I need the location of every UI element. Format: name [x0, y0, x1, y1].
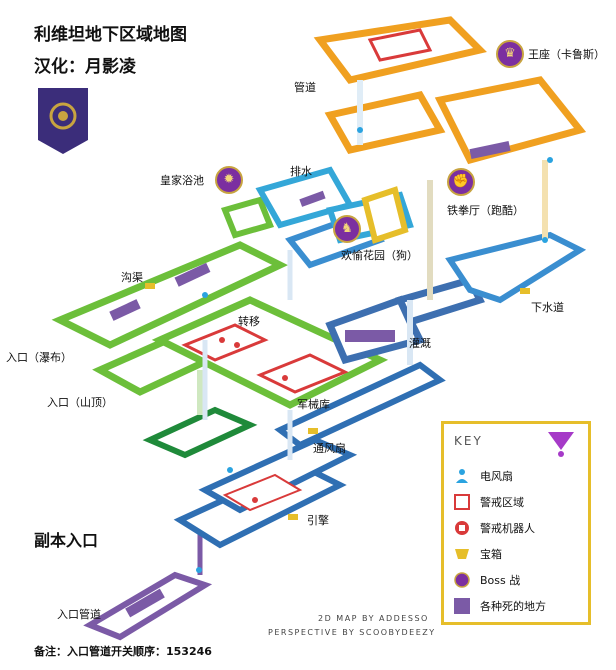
throne-boss-icon: ♛: [496, 40, 524, 68]
perspective-credit: PERSPECTIVE BY SCOOBYDEEZY: [268, 628, 436, 637]
key-row-death-zone: 各种死的地方: [454, 598, 546, 614]
armory-label: 军械库: [297, 398, 330, 411]
boxing-hall-label: 铁拳厅（跑酷）: [447, 204, 524, 217]
key-row-alert-zone: 警戒区域: [454, 494, 524, 510]
entrance-pipe-label: 入口管道: [57, 608, 101, 621]
key-title: KEY: [454, 434, 483, 448]
map-title: 利维坦地下区域地图: [34, 25, 187, 45]
lower-green-area: [142, 370, 258, 459]
key-label-chest: 宝箱: [480, 548, 502, 561]
key-label-alert-bot: 警戒机器人: [480, 522, 535, 535]
chest-icon: [454, 546, 470, 562]
key-pin-icon: [548, 432, 574, 457]
sewer-label: 下水道: [531, 301, 564, 314]
key-row-fan: 电风扇: [454, 468, 513, 484]
map-markers: [145, 127, 553, 573]
transfer-label: 转移: [238, 315, 260, 328]
gardens-boss-icon: ♞: [333, 215, 361, 243]
key-row-boss: Boss 战: [454, 572, 520, 588]
key-label-fan: 电风扇: [480, 470, 513, 483]
key-label-alert-zone: 警戒区域: [480, 496, 524, 509]
royal-baths-label: 皇家浴池: [160, 174, 204, 187]
key-label-boss: Boss 战: [480, 574, 521, 587]
drain-label: 排水: [290, 165, 312, 178]
connector-lines: [202, 250, 293, 460]
key-row-alert-bot: 警戒机器人: [454, 520, 535, 536]
throne-label: 王座（卡鲁斯）: [528, 48, 605, 61]
key-label-death-zone: 各种死的地方: [480, 600, 546, 613]
boxing-hall-boss-icon: ✊: [447, 168, 475, 196]
irrigation-label: 灌溉: [409, 337, 431, 350]
raid-banner-icon: [38, 88, 88, 154]
pleasure-gardens-label: 欢愉花园（狗）: [341, 249, 418, 262]
pipe-switch-note: 备注：入口管道开关顺序：153246: [34, 645, 212, 658]
entrance-waterfall-label: 入口（瀑布）: [6, 351, 72, 364]
royal-baths-boss-icon: ✹: [215, 166, 243, 194]
engine-area: [173, 361, 446, 549]
alert-bot-icon: [454, 520, 470, 536]
key-row-chest: 宝箱: [454, 546, 502, 562]
engine-label: 引擎: [307, 514, 329, 527]
fan-icon: [454, 468, 470, 484]
entrance-pipe-area: [83, 525, 213, 641]
map-credit: 2D MAP BY ADDESSO: [318, 614, 429, 623]
throne-area: [313, 16, 587, 240]
death-zone-icon: [454, 598, 470, 614]
raid-entrance-label: 副本入口: [34, 531, 99, 550]
vent-label: 通风扇: [313, 442, 346, 455]
pipe-label: 管道: [294, 81, 316, 94]
translator-credit: 汉化：月影凌: [34, 57, 136, 77]
alert-zone-icon: [454, 494, 470, 510]
boss-icon: [454, 572, 470, 588]
map-key: KEY 电风扇 警戒区域 警戒机器人 宝箱 Boss 战 各种死的地方: [441, 421, 591, 625]
gutter-label: 沟渠: [121, 271, 143, 284]
entrance-hilltop-label: 入口（山顶）: [47, 396, 113, 409]
